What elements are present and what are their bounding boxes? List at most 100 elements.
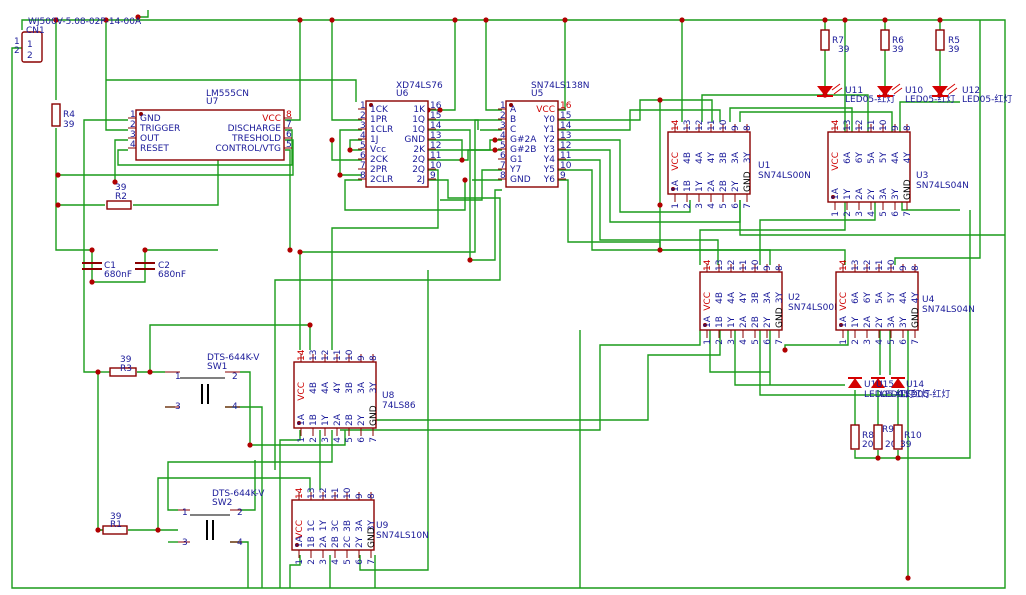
- u1-bot-pin-label: 1A: [671, 179, 681, 192]
- r10-value: 39: [900, 440, 912, 450]
- u6-pin-left-num: 8: [360, 171, 366, 181]
- u2-bot-pin-label: 2B: [751, 316, 761, 328]
- u7-pin-right-num: 6: [286, 130, 292, 140]
- u3-bot-pin-label: 1A: [831, 187, 841, 200]
- junction-dot: [297, 17, 303, 23]
- sw2-pin-1: 1: [182, 508, 188, 518]
- u3-bot-pin-label: 3Y: [891, 188, 901, 200]
- u3-bot-pin-label: GND: [903, 179, 913, 200]
- u8-top-pin-label: 4B: [309, 382, 319, 394]
- u2-bot-pin-num: 7: [775, 339, 785, 345]
- u9-bot-pin-num: 5: [343, 559, 353, 565]
- u4-bot-pin-num: 3: [863, 339, 873, 345]
- u2-bot-pin-label: 1Y: [727, 316, 737, 328]
- u3-top-pin-label: 4Y: [903, 152, 913, 164]
- c1-ref: C1: [104, 261, 116, 271]
- u3-top-pin-num: 10: [879, 119, 889, 131]
- u9-top-pin-num: 10: [343, 487, 353, 499]
- u6-pin-right-label: 1Q: [412, 125, 425, 135]
- u6-pin-left-num: 6: [360, 151, 366, 161]
- u2-top-pin-num: 12: [727, 260, 737, 271]
- resistor-r8: R8 200: [850, 424, 879, 450]
- resistor-r6: R6 39: [880, 29, 904, 55]
- u3-top-pin-num: 12: [855, 120, 865, 131]
- u5-pin-left-label: Y7: [509, 165, 521, 175]
- u6-pin-left-num: 7: [360, 161, 366, 171]
- switch-sw1[interactable]: DTS-644K-V SW1 1 2 3 4: [165, 353, 260, 412]
- cn1-pin-2: 2: [27, 51, 33, 61]
- u5-pin-right-num: 11: [560, 151, 571, 161]
- u4-top-pin-label: 5Y: [887, 292, 897, 304]
- u4-top-pin-label: 4A: [899, 291, 909, 304]
- u2-top-pin-num: 11: [739, 260, 749, 271]
- u8-bot-pin-num: 4: [333, 437, 343, 443]
- sw1-pin-3: 3: [175, 402, 181, 412]
- led-u13: U13 LED05-红灯: [848, 377, 914, 400]
- u8-top-pin-num: 13: [309, 350, 319, 361]
- u9-top-pin-num: 14: [295, 487, 305, 499]
- u2-top-pin-label: 3A: [763, 291, 773, 304]
- r2-ref: R2: [115, 192, 127, 202]
- u4-top-pin-num: 14: [839, 259, 849, 271]
- u5-pin-left-label: B: [510, 115, 516, 125]
- u2-top-pin-label: VCC: [703, 292, 713, 311]
- r1-ref: R1: [110, 520, 122, 530]
- junction-dot: [53, 17, 59, 23]
- sw2-pin-4: 4: [237, 538, 243, 548]
- u6-pin-left-label: 1PR: [370, 115, 387, 125]
- r7-ref: R7: [832, 36, 844, 46]
- r9-ref: R9: [882, 425, 894, 435]
- resistor-r1: 39 R1: [102, 512, 128, 535]
- u6-pin-right-label: 2Q: [412, 165, 425, 175]
- u5-pin-left-num: 1: [500, 101, 506, 111]
- u8-top-pin-label: 4Y: [333, 382, 343, 394]
- u10-ref: U10: [905, 86, 923, 96]
- u7-pin-left-num: 1: [130, 110, 136, 120]
- u1-top-pin-label: 3A: [731, 151, 741, 164]
- u5-pin-right-num: 15: [560, 111, 571, 121]
- junction-dot: [842, 17, 848, 23]
- u8-bot-pin-label: 2B: [345, 414, 355, 426]
- u3-ref: U3: [916, 171, 928, 181]
- junction-dot: [112, 179, 118, 185]
- u1-top-pin-label: 4B: [683, 152, 693, 164]
- u1-bot-pin-num: 2: [683, 203, 693, 209]
- sw1-pin-4: 4: [232, 402, 238, 412]
- u9-value: SN74LS10N: [376, 531, 429, 541]
- u6-pin-left-label: 1CK: [370, 105, 389, 115]
- u8-top-pin-label: 4A: [321, 381, 331, 394]
- u7-pin-right-label: DISCHARGE: [228, 124, 282, 134]
- u2-top-pin-label: 3Y: [775, 292, 785, 304]
- u8-bot-pin-num: 2: [309, 437, 319, 443]
- junction-dot: [459, 157, 465, 163]
- sw1-ref: SW1: [207, 362, 227, 372]
- switch-sw2[interactable]: DTS-644K-V SW2 1 2 3 4: [178, 489, 265, 548]
- r5-ref: R5: [948, 36, 960, 46]
- u3-bot-pin-num: 2: [843, 211, 853, 217]
- u9-top-pin-num: 9: [355, 493, 365, 499]
- r3-ref: R3: [120, 364, 132, 374]
- junction-dot: [875, 455, 881, 461]
- u6-pin-left-num: 1: [360, 101, 366, 111]
- sw2-pin-2: 2: [237, 508, 243, 518]
- u12-ref: U12: [962, 86, 980, 96]
- u6-pin-right-label: 1Q: [412, 115, 425, 125]
- u1-bot-pin-num: 6: [731, 203, 741, 209]
- sw1-pin-1: 1: [175, 372, 181, 382]
- u3-bot-pin-num: 5: [879, 211, 889, 217]
- u1-bot-pin-label: 1B: [683, 180, 693, 192]
- u11-ref: U11: [845, 86, 863, 96]
- u6-pin-right-num: 11: [430, 151, 441, 161]
- u3-top-pin-num: 8: [903, 125, 913, 131]
- u4-value: SN74LS04N: [922, 305, 975, 315]
- u14-ref: U14: [906, 380, 924, 390]
- u1-top-pin-num: 12: [695, 120, 705, 131]
- junction-dot: [329, 17, 335, 23]
- u9-bot-pin-num: 1: [295, 559, 305, 565]
- u7-pin-left-num: 4: [130, 140, 136, 150]
- u3-value: SN74LS04N: [916, 181, 969, 191]
- r2-value: 39: [115, 183, 127, 193]
- u8-top-pin-num: 11: [333, 350, 343, 361]
- u2-top-pin-num: 8: [775, 265, 785, 271]
- u7-ref: U7: [206, 97, 218, 107]
